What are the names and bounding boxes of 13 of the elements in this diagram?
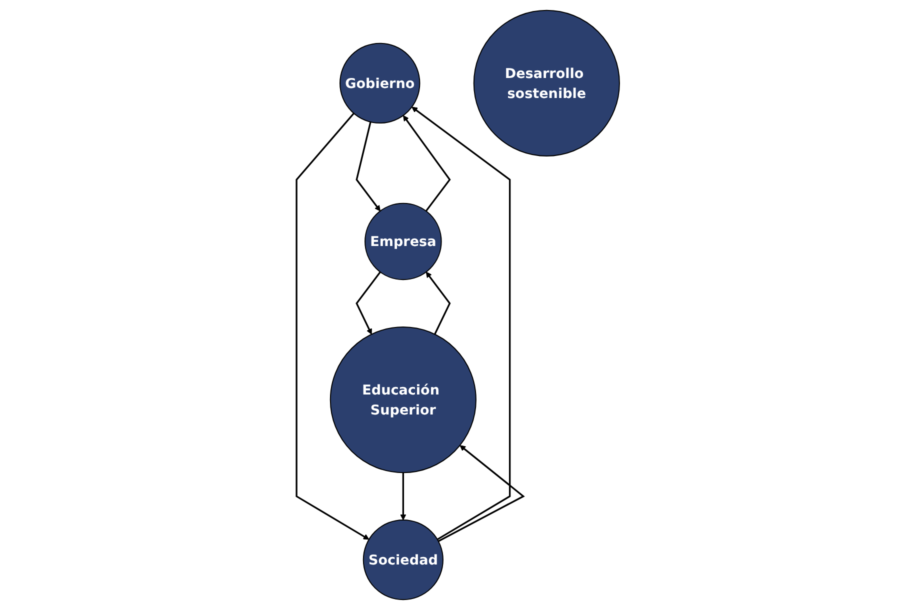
node-circle: Empresa bbox=[364, 202, 442, 280]
arrow bbox=[356, 121, 381, 211]
arrow bbox=[426, 271, 451, 334]
node-circle: Educación Superior bbox=[330, 326, 476, 473]
arrow bbox=[296, 112, 370, 540]
arrow bbox=[412, 106, 511, 540]
arrow bbox=[438, 444, 525, 542]
node-circle: Sociedad bbox=[362, 518, 444, 600]
arrow bbox=[400, 472, 406, 520]
arrow bbox=[356, 270, 381, 334]
node-circle: Gobierno bbox=[340, 42, 420, 124]
arrow bbox=[402, 114, 451, 212]
node-circle: Desarrollo sostenible bbox=[473, 9, 620, 156]
